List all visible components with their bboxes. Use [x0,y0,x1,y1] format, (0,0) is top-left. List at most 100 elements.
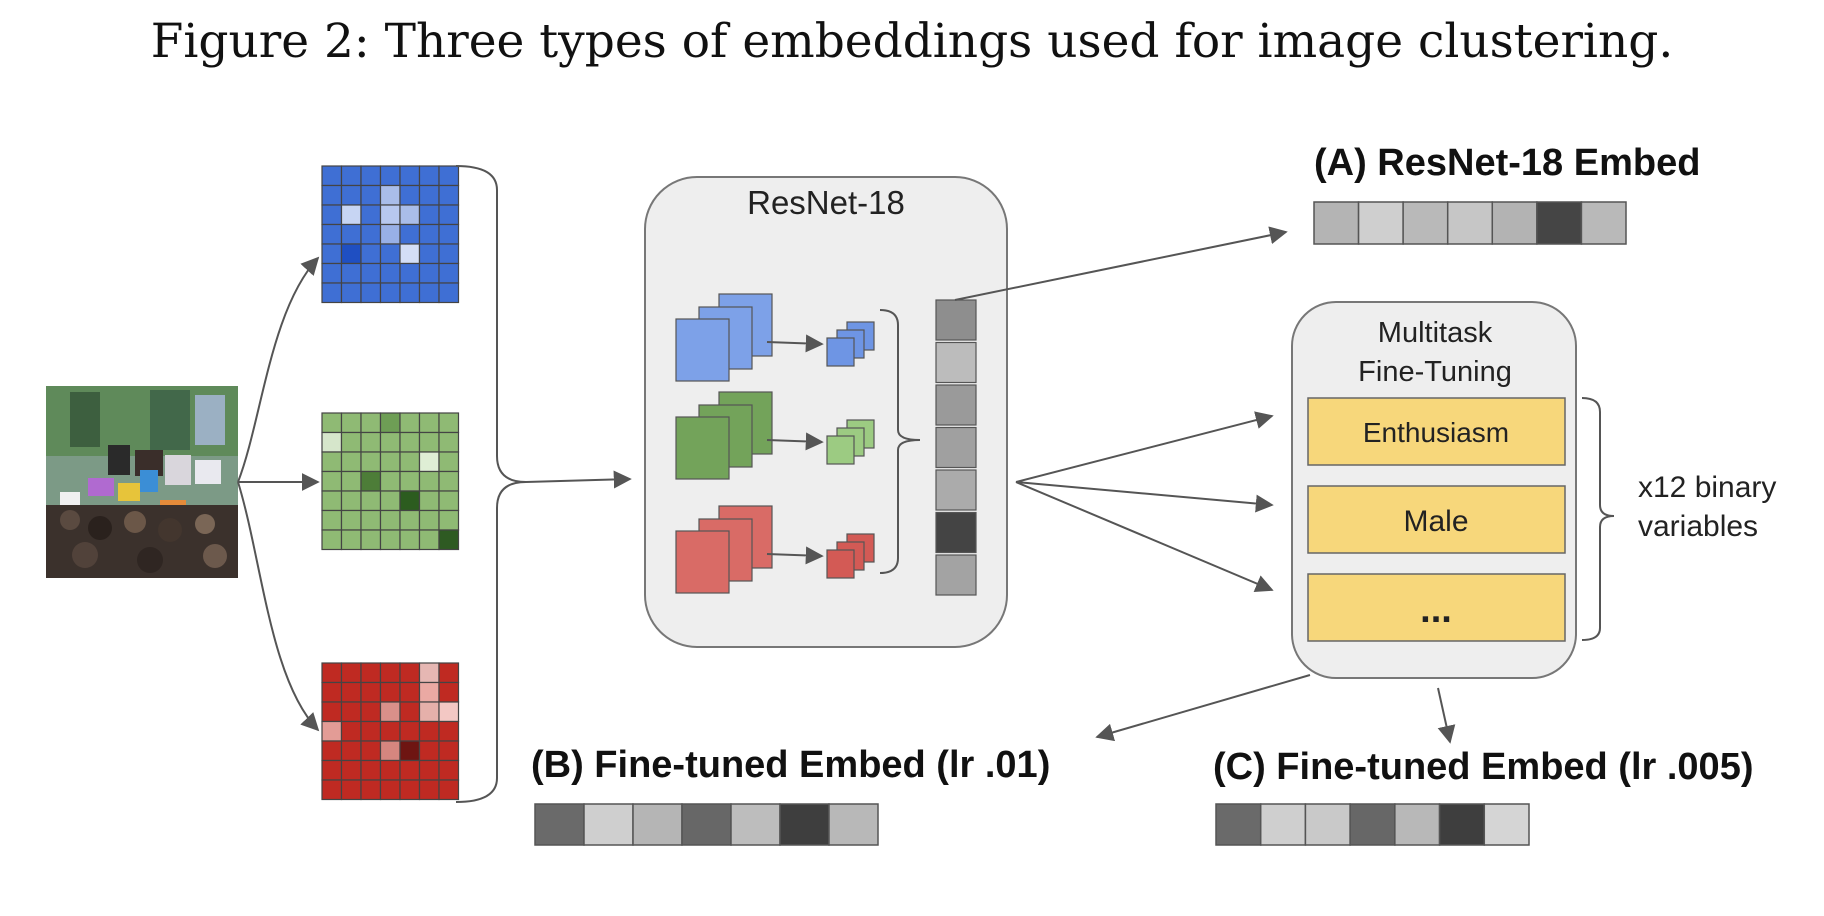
task-male: Male [1307,485,1566,554]
grid-cell [321,184,343,206]
resnet-title: ResNet-18 [747,184,905,221]
feature-vector-cell [935,511,977,554]
grid-cell [379,165,401,187]
grid-cell [360,412,382,434]
grid-cell [340,662,362,684]
embed-cell [1536,201,1583,245]
multitask-box: Multitask Fine-Tuning Enthusiasm Male ..… [1291,301,1577,679]
grid-cell [379,681,401,703]
grid-cell [321,204,343,226]
embed-cell [1438,803,1486,846]
embed-cell [1394,803,1441,846]
grid-cell [321,165,343,187]
grid-cell [340,165,362,187]
task-brace [1581,397,1615,641]
grid-cell [340,681,362,703]
grid-cell [360,740,382,762]
grid-cell [360,701,382,723]
task-more: ... [1307,573,1566,642]
grid-cell [438,204,460,226]
brace-note-line1: x12 binary [1638,471,1776,504]
embed-b-label: (B) Fine-tuned Embed (lr .01) [531,744,1050,786]
grid-cell [399,701,421,723]
grid-cell [438,662,460,684]
grid-cell [360,470,382,492]
inner-brace [879,309,921,574]
feature-vector [935,299,977,596]
grid-cell [379,451,401,473]
grid-cell [360,184,382,206]
grid-cell [321,759,343,781]
grid-cell [399,529,421,551]
green-feature-map [321,412,460,551]
red-feature-map [321,662,460,801]
grid-cell [399,431,421,453]
conv-stack-1 [675,293,875,382]
grid-cell [379,262,401,284]
svg-text:Enthusiasm: Enthusiasm [1363,417,1509,448]
grid-cell [418,701,440,723]
grid-cell [360,759,382,781]
grid-cell [399,662,421,684]
grid-cell [340,451,362,473]
grid-cell [379,759,401,781]
grid-cell [399,282,421,304]
grid-cell [438,701,460,723]
grid-cell [321,701,343,723]
grid-cell [399,779,421,801]
grid-cell [379,529,401,551]
grid-cell [399,262,421,284]
grid-cell [379,223,401,245]
grid-cell [438,243,460,265]
feature-vector-cell [935,426,977,469]
grid-cell [360,431,382,453]
grid-cell [399,412,421,434]
grid-cell [340,470,362,492]
grid-cell [321,662,343,684]
grid-cell [438,282,460,304]
grid-cell [360,490,382,512]
feature-vector-cell [935,554,977,596]
conv-stack-2 [675,391,875,480]
multitask-title-line2: Fine-Tuning [1358,356,1512,388]
embed-cell [1491,201,1538,245]
arrow-to-embed-a [954,226,1288,301]
grid-cell [379,490,401,512]
embed-cell [1304,803,1351,846]
grid-cell [340,262,362,284]
grid-cell [360,165,382,187]
grid-cell [418,262,440,284]
grid-cell [438,262,460,284]
grid-cell [340,701,362,723]
photo-to-maps-arrows [237,256,320,732]
grid-cell [379,720,401,742]
grid-cell [360,223,382,245]
grid-cell [418,720,440,742]
grid-cell [399,223,421,245]
grid-cell [438,681,460,703]
grid-cell [321,470,343,492]
feature-vector-cell [935,469,977,511]
grid-cell [340,282,362,304]
grid-cell [321,282,343,304]
brace-note-line2: variables [1638,510,1758,543]
grid-cell [360,282,382,304]
multitask-title-line1: Multitask [1378,317,1493,349]
grid-cell [438,740,460,762]
grid-cell [438,759,460,781]
embed-cell [632,803,683,846]
grid-cell [418,204,440,226]
grid-cell [438,470,460,492]
feature-vector-cell [935,384,977,426]
grid-cell [438,165,460,187]
grid-cell [360,662,382,684]
grid-cell [418,223,440,245]
grid-cell [379,184,401,206]
resnet-box: ResNet-18 [644,176,1008,648]
embed-a-label: (A) ResNet-18 Embed [1314,142,1700,184]
grid-cell [399,759,421,781]
grid-cell [418,779,440,801]
grid-cell [399,184,421,206]
grid-cell [321,509,343,531]
